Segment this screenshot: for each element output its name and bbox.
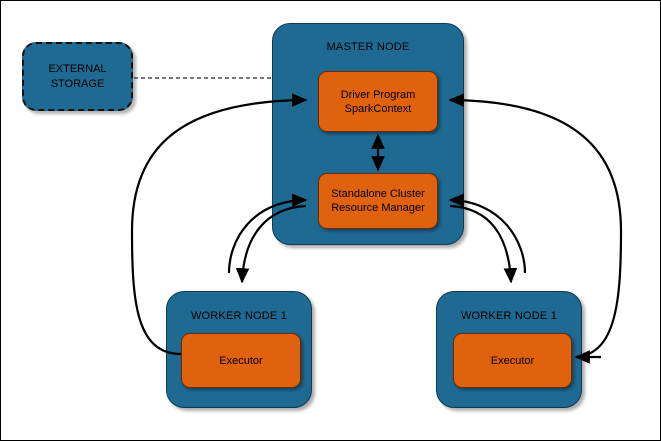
master-node-caption: MASTER NODE: [326, 41, 410, 53]
executor-left-label: Executor: [219, 354, 263, 367]
resource-manager-node[interactable]: Standalone Cluster Resource Manager: [318, 173, 438, 229]
external-storage-label: EXTERNAL STORAGE: [48, 62, 107, 90]
executor-right-label: Executor: [490, 354, 535, 367]
executor-right-node[interactable]: Executor: [453, 333, 572, 388]
driver-program-label: Driver Program SparkContext: [340, 88, 416, 115]
external-storage-node[interactable]: EXTERNAL STORAGE: [22, 42, 133, 111]
resource-manager-label: Standalone Cluster Resource Manager: [331, 188, 425, 214]
driver-program-node[interactable]: Driver Program SparkContext: [318, 71, 438, 132]
worker-node-right-caption: WORKER NODE 1: [460, 310, 558, 322]
executor-left-node[interactable]: Executor: [181, 333, 301, 388]
worker-node-left-caption: WORKER NODE 1: [190, 310, 288, 322]
